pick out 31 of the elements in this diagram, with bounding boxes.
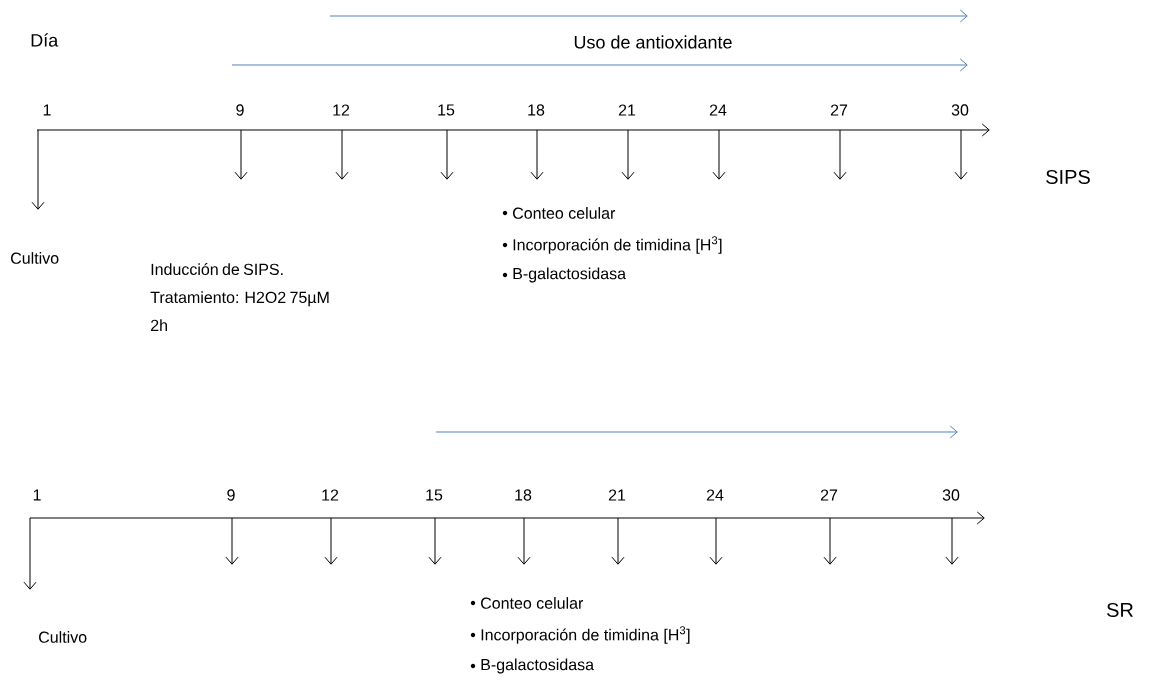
day-number: 12 bbox=[322, 489, 339, 501]
bullet-item: B-galactosidasa bbox=[481, 658, 595, 674]
bullet-item: Conteo celular bbox=[513, 207, 616, 219]
day-number: 24 bbox=[706, 489, 724, 501]
day-number: 18 bbox=[515, 489, 532, 501]
bullet-item: B-galactosidasa bbox=[513, 267, 627, 283]
bullet-item: Incorporación de timidina [H$^{3}$] bbox=[481, 626, 690, 644]
heading-text: Uso de antioxidante bbox=[574, 35, 732, 49]
day-number: 9 bbox=[236, 104, 244, 116]
day-number: 15 bbox=[426, 489, 443, 501]
day-number: 27 bbox=[830, 104, 848, 116]
day-number: 21 bbox=[608, 489, 626, 501]
group-label: SIPS bbox=[1046, 169, 1090, 185]
day-number: 24 bbox=[709, 104, 727, 116]
day-number: 18 bbox=[528, 104, 545, 116]
day-number: 30 bbox=[942, 489, 960, 501]
group-label: SR bbox=[1107, 602, 1133, 618]
bullet-item: Conteo celular bbox=[481, 597, 584, 609]
step-label: Inducción de SIPS. Tratamiento: H2O2 75µM 2h bbox=[150, 263, 329, 331]
bullet-item: Incorporación de timidina [H$^{3}$] bbox=[513, 236, 722, 254]
day-number: 30 bbox=[951, 104, 969, 116]
day-number: 9 bbox=[227, 489, 235, 501]
day-number: 21 bbox=[618, 104, 636, 116]
step-label: Cultivo bbox=[39, 631, 87, 643]
day-number: 27 bbox=[820, 489, 838, 501]
day-number: 1 bbox=[43, 104, 51, 116]
heading-text: Día bbox=[31, 33, 59, 47]
day-number: 15 bbox=[438, 104, 455, 116]
step-label: Cultivo bbox=[11, 252, 59, 264]
day-number: 1 bbox=[33, 489, 41, 501]
day-number: 12 bbox=[333, 104, 350, 116]
